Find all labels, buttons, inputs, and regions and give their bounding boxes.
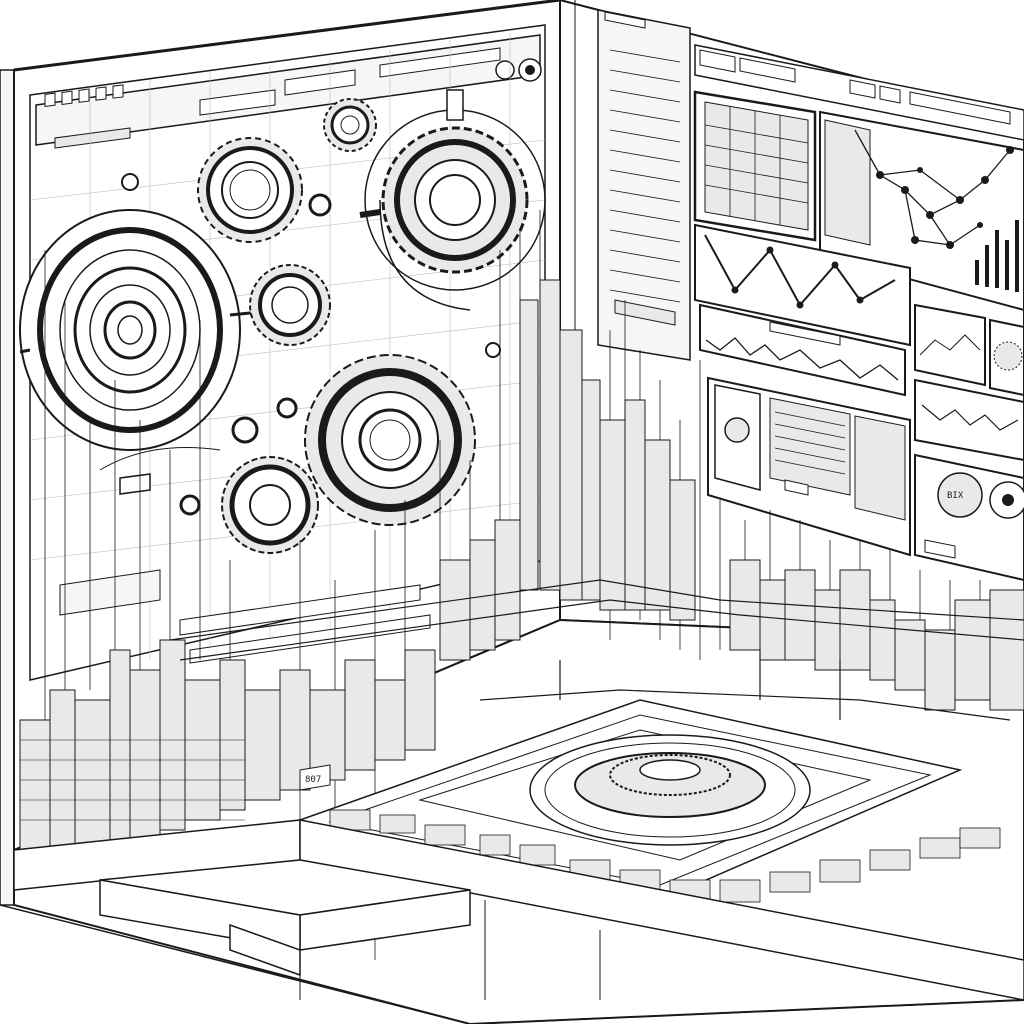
radar-dial: [19, 209, 261, 451]
square-icon[interactable]: [95, 86, 107, 101]
table-panel[interactable]: [693, 90, 817, 242]
miniature-city: 807: [19, 279, 1024, 856]
floor-platform: [297, 699, 1001, 903]
foreground-steps: [0, 819, 1024, 1024]
dial-icon[interactable]: [495, 60, 515, 80]
side-menu: [597, 9, 691, 361]
dial-icon: [308, 193, 332, 217]
tiny-label: 807: [305, 775, 321, 785]
line-chart-panel[interactable]: [699, 303, 906, 397]
line-chart-panel[interactable]: [914, 378, 1024, 462]
circular-platform[interactable]: [529, 734, 811, 846]
bar-chart-panel: [975, 220, 1019, 292]
window-bar: [35, 34, 542, 149]
gear-icon: [323, 98, 377, 152]
image-panel[interactable]: [914, 303, 1024, 397]
gear-cluster: [99, 89, 546, 554]
disc-panel[interactable]: BIX: [914, 453, 1024, 582]
line-chart-panel[interactable]: [694, 223, 911, 347]
gear-icon: [359, 89, 546, 291]
square-icon[interactable]: [112, 84, 124, 99]
square-icon[interactable]: [61, 90, 73, 105]
gear-icon: [249, 264, 331, 346]
document-panel[interactable]: [707, 376, 911, 557]
header-bar: [694, 44, 1024, 141]
disc-label: BIX: [947, 491, 964, 501]
right-wall-panel: BIX: [597, 9, 1024, 660]
square-icon[interactable]: [44, 92, 56, 108]
gear-icon: [304, 354, 476, 526]
square-icon[interactable]: [78, 88, 90, 103]
gear-icon: [197, 137, 303, 243]
gear-icon: [221, 456, 319, 554]
